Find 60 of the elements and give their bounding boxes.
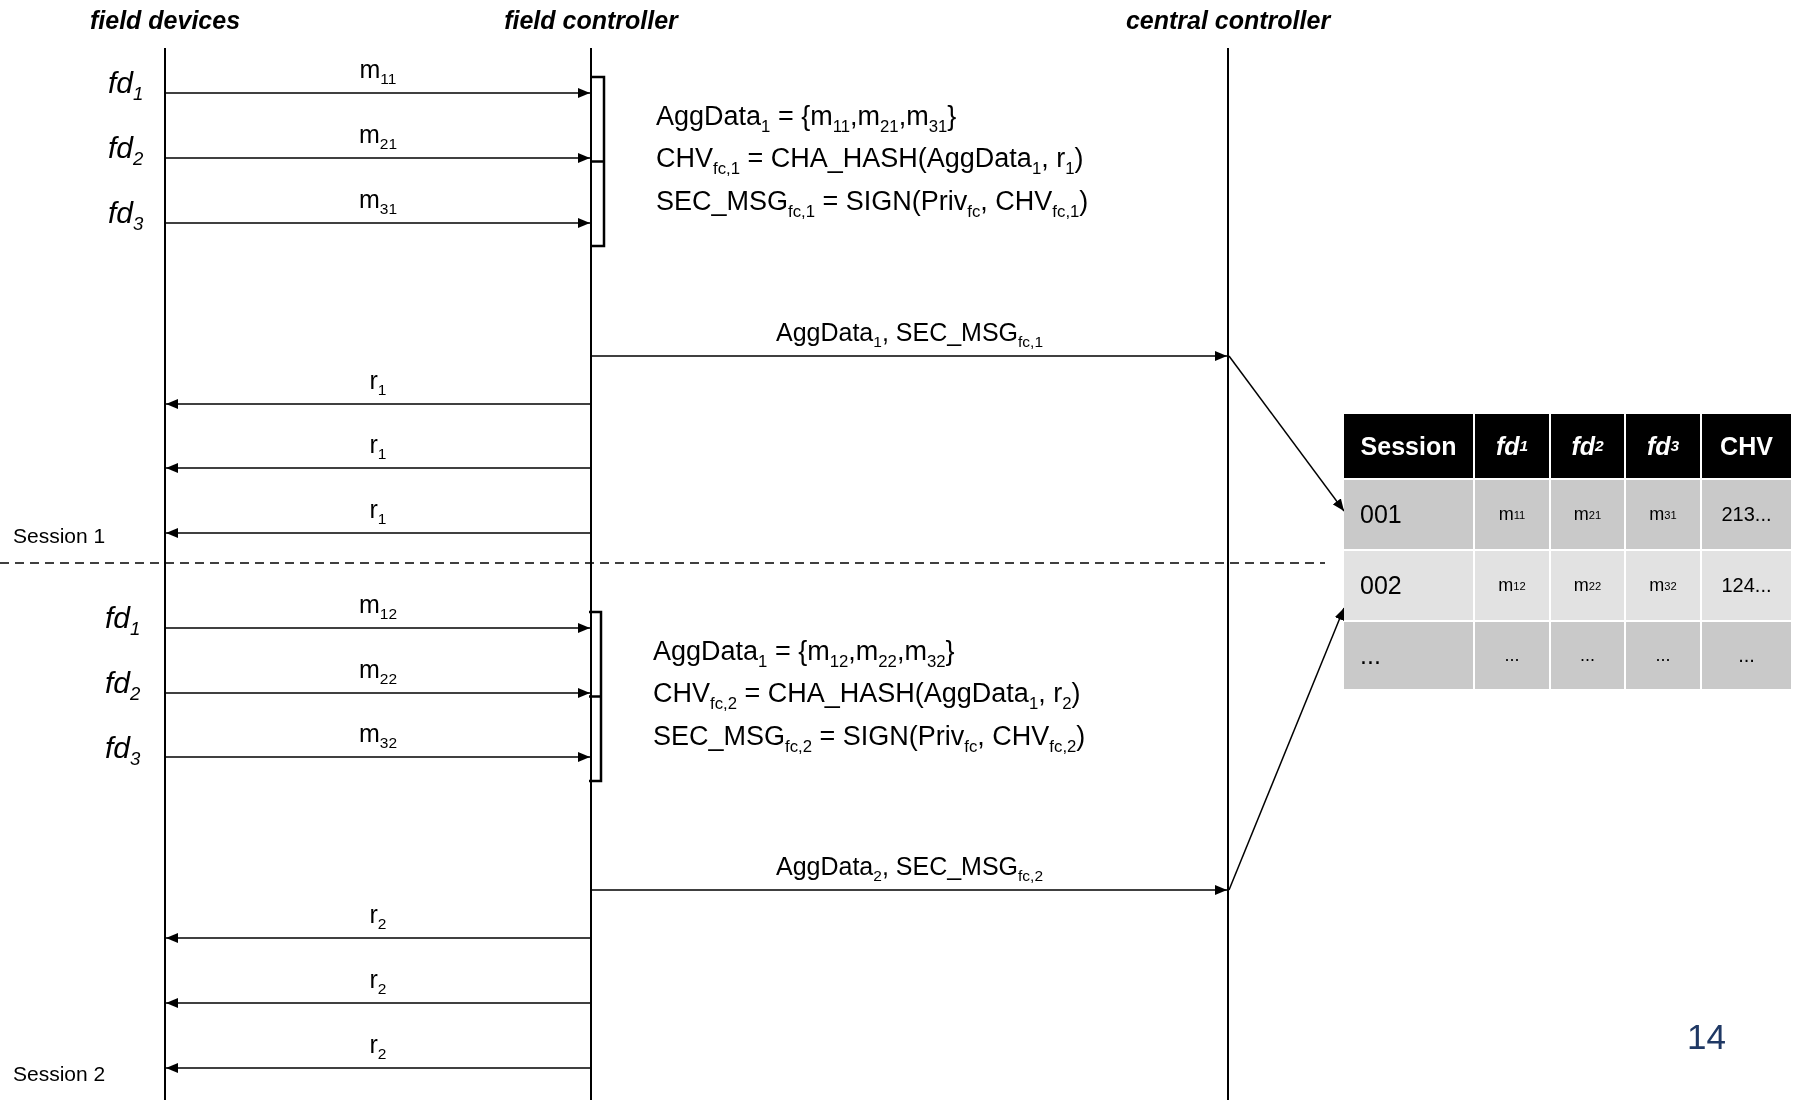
- message-label: r$_{2}$: [369, 965, 387, 998]
- arrow: [591, 351, 1228, 361]
- table-row: [1344, 551, 1793, 622]
- arrow: [165, 153, 591, 163]
- message-label: m$_{22}$: [358, 655, 398, 688]
- device-label: fd$_{2}$: [108, 130, 144, 170]
- message-label: r$_{1}$: [369, 495, 387, 528]
- arrow: [165, 528, 591, 538]
- arrow: [165, 933, 591, 943]
- page-number: 14: [1687, 1017, 1726, 1057]
- message-label: r$_{2}$: [369, 900, 387, 933]
- table-cell: ...: [1551, 622, 1626, 691]
- arrow: [165, 623, 591, 633]
- formula-text: CHV$_{fc,2}$ = CHA_HASH(AggData$_{1}$, r$_{2}$): [653, 678, 1081, 714]
- arrow: [165, 399, 591, 409]
- table-cell: ...: [1475, 622, 1551, 691]
- lifeline-label: central controller: [1125, 6, 1331, 35]
- lifeline: [164, 48, 166, 1100]
- lifeline: [1227, 48, 1229, 1100]
- lifeline: [590, 48, 592, 1100]
- formula-text: SEC_MSG$_{fc,1}$ = SIGN(Priv$_{fc}$, CHV$_{fc,1}$): [656, 186, 1089, 222]
- session-label: Session 1: [13, 524, 106, 548]
- message-label: m$_{11}$: [359, 55, 397, 88]
- formula-text: AggData$_{1}$ = {m$_{11}$,m$_{21}$,m$_{31}$}: [656, 101, 957, 137]
- table-cell: ...: [1344, 622, 1475, 691]
- formula-text: SEC_MSG$_{fc,2}$ = SIGN(Priv$_{fc}$, CHV$_{fc,2}$): [653, 721, 1086, 757]
- session-label: Session 2: [13, 1062, 106, 1086]
- device-label: fd$_{3}$: [108, 195, 144, 235]
- device-label: fd$_{1}$: [108, 65, 144, 105]
- arrow: [165, 218, 591, 228]
- arrow: [591, 885, 1228, 895]
- arrow: [165, 998, 591, 1008]
- arrow: [165, 1063, 591, 1073]
- device-label: fd$_{1}$: [105, 600, 141, 640]
- message-label: m$_{32}$: [358, 719, 398, 752]
- message-label: r$_{2}$: [369, 1030, 387, 1063]
- message-label: m$_{31}$: [358, 185, 398, 218]
- message-label: m$_{12}$: [358, 590, 398, 623]
- lifeline-label: field controller: [504, 6, 678, 35]
- arrow: [165, 752, 591, 762]
- message-label: m$_{21}$: [358, 120, 398, 153]
- arrow: [165, 688, 591, 698]
- lifeline-label: field devices: [89, 6, 241, 35]
- message-label: r$_{1}$: [369, 366, 387, 399]
- arrow: [165, 88, 591, 98]
- table-header-row: [1344, 414, 1793, 480]
- table-row: [1344, 622, 1793, 691]
- arrow: [1228, 355, 1345, 512]
- device-label: fd$_{2}$: [105, 665, 141, 705]
- table-row: [1344, 480, 1793, 551]
- table-cell: ...: [1702, 622, 1793, 691]
- message-label: AggData$_{2}$, SEC_MSG$_{fc,2}$: [775, 852, 1044, 885]
- arrow: [1228, 607, 1345, 891]
- device-label: fd$_{3}$: [105, 730, 141, 770]
- arrow: [165, 463, 591, 473]
- formula-text: AggData$_{1}$ = {m$_{12}$,m$_{22}$,m$_{32}$}: [653, 636, 955, 672]
- message-label: r$_{1}$: [369, 430, 387, 463]
- formula-text: CHV$_{fc,1}$ = CHA_HASH(AggData$_{1}$, r$_{1}$): [656, 143, 1084, 179]
- message-label: AggData$_{1}$, SEC_MSG$_{fc,1}$: [775, 318, 1044, 351]
- table-cell: ...: [1626, 622, 1702, 691]
